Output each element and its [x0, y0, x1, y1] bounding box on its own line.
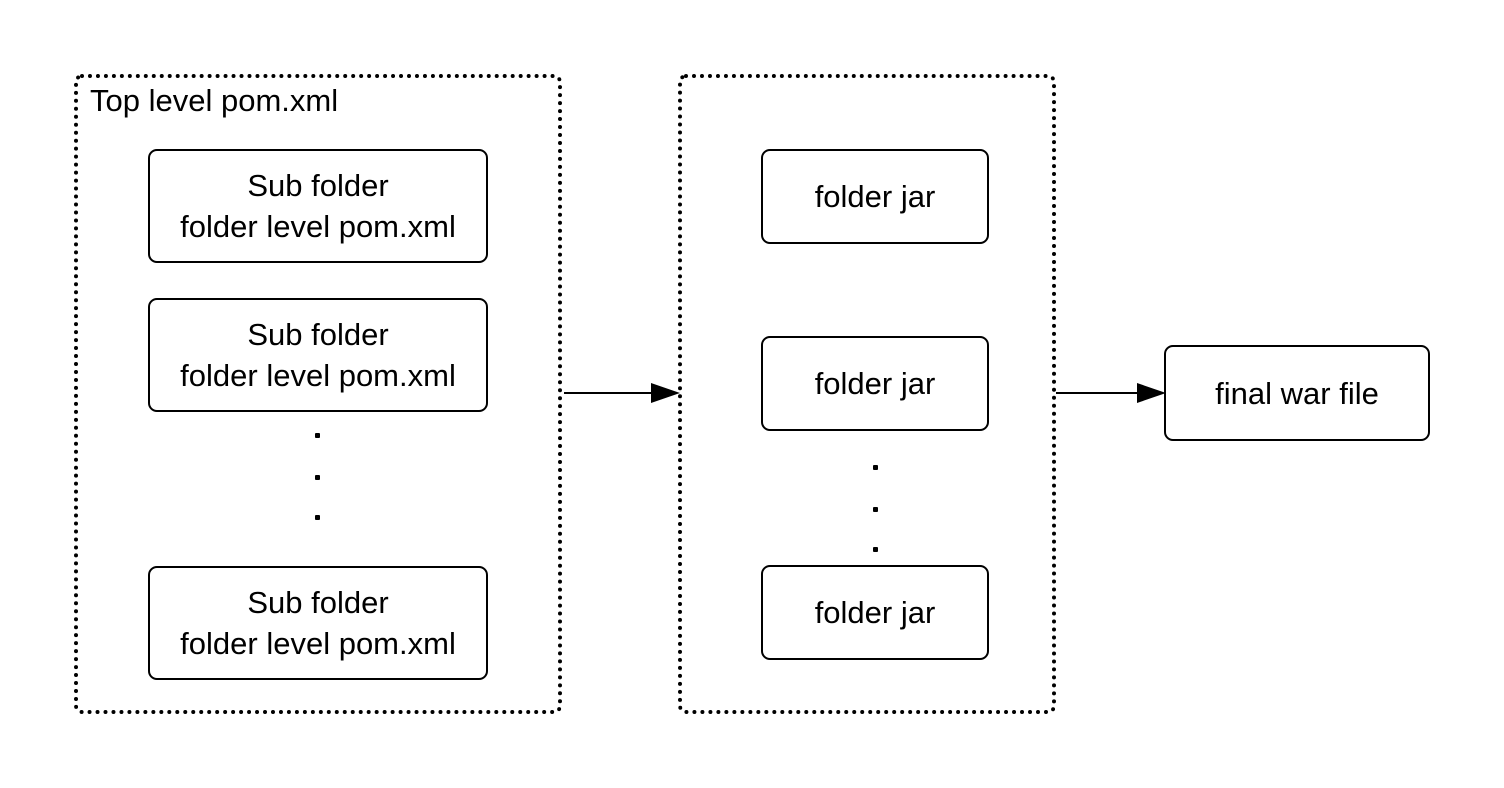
subfolder-node: Sub folder folder level pom.xml	[148, 566, 488, 680]
folder-jar-node: folder jar	[761, 149, 989, 244]
folder-jar-label: folder jar	[814, 366, 936, 401]
jar-group	[678, 74, 1056, 714]
subfolder-pom-label: folder level pom.xml	[180, 626, 456, 661]
arrow-source-to-jars	[564, 383, 680, 403]
folder-jar-label: folder jar	[814, 595, 936, 630]
final-war-file-label: final war file	[1215, 375, 1379, 411]
ellipsis-dot	[873, 465, 878, 470]
top-level-pom-group	[74, 74, 562, 714]
top-level-pom-title: Top level pom.xml	[90, 83, 339, 118]
folder-jar-node: folder jar	[761, 565, 989, 660]
ellipsis-dot	[315, 475, 320, 480]
ellipsis-dot	[873, 507, 878, 512]
ellipsis-dot	[315, 515, 320, 520]
arrow-jars-to-war	[1056, 383, 1166, 403]
folder-jar-node: folder jar	[761, 336, 989, 431]
folder-jar-label: folder jar	[814, 179, 936, 214]
subfolder-node: Sub folder folder level pom.xml	[148, 298, 488, 412]
final-war-file-node: final war file	[1164, 345, 1430, 441]
subfolder-pom-label: folder level pom.xml	[180, 358, 456, 393]
subfolder-label: Sub folder	[247, 317, 389, 352]
arrowhead-icon	[1137, 383, 1166, 403]
subfolder-pom-label: folder level pom.xml	[180, 209, 456, 244]
ellipsis-dot	[315, 433, 320, 438]
ellipsis-dot	[873, 547, 878, 552]
subfolder-label: Sub folder	[247, 585, 389, 620]
subfolder-label: Sub folder	[247, 168, 389, 203]
arrowhead-icon	[651, 383, 680, 403]
subfolder-node: Sub folder folder level pom.xml	[148, 149, 488, 263]
